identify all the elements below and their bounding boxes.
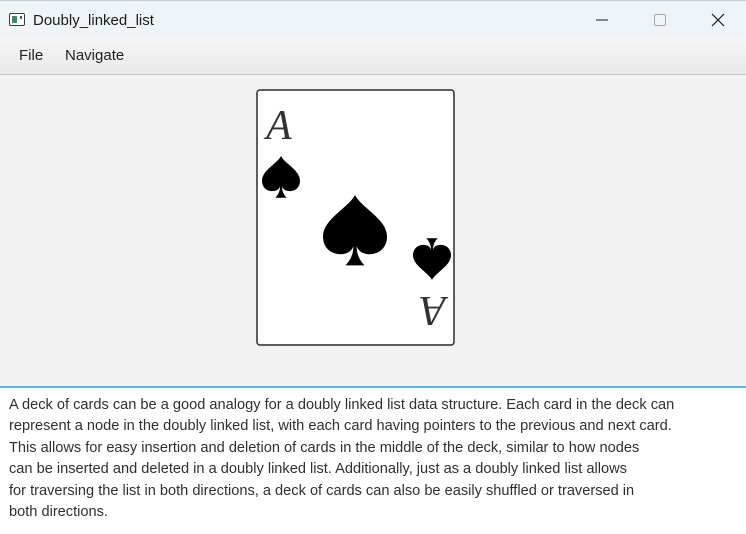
close-button[interactable]	[689, 1, 746, 39]
maximize-button[interactable]	[631, 1, 689, 39]
card-rank-top: A	[263, 103, 292, 149]
app-window-icon	[9, 13, 25, 26]
description-line: represent a node in the doubly linked li…	[9, 418, 672, 435]
minimize-button[interactable]	[573, 1, 631, 39]
close-icon	[711, 13, 725, 27]
description-line: for traversing the list in both directio…	[9, 482, 635, 499]
description-text: A deck of cards can be a good analogy fo…	[9, 395, 739, 523]
window-title: Doubly_linked_list	[33, 12, 154, 29]
description-textarea[interactable]: A deck of cards can be a good analogy fo…	[0, 386, 746, 534]
menu-navigate[interactable]: Navigate	[65, 47, 125, 64]
menu-bar: File Navigate	[0, 38, 746, 75]
description-line: can be inserted and deleted in a doubly …	[9, 461, 627, 478]
description-line: both directions.	[9, 504, 108, 521]
maximize-icon	[654, 14, 666, 26]
title-bar: Doubly_linked_list	[0, 0, 746, 38]
description-line: This allows for easy insertion and delet…	[9, 439, 640, 456]
playing-card[interactable]: A A	[256, 89, 456, 347]
description-line: A deck of cards can be a good analogy fo…	[9, 397, 675, 413]
card-rank-bottom: A	[420, 287, 449, 333]
minimize-icon	[596, 19, 608, 21]
menu-file[interactable]: File	[19, 47, 44, 64]
